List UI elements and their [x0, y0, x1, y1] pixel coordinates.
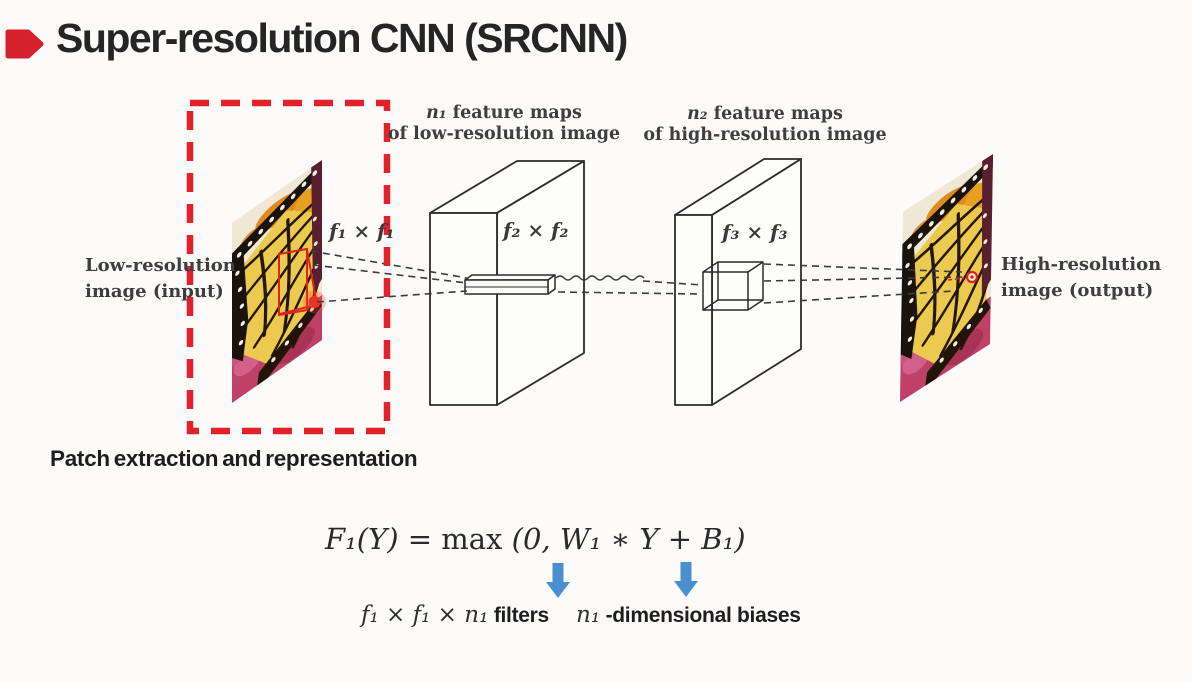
input-image: [230, 158, 324, 405]
output-point-dot: [970, 275, 974, 279]
biases-annotation: n₁ -dimensional biases: [576, 602, 801, 628]
mapping-squiggle: [555, 275, 645, 281]
f1-kernel-label: f₁ × f₁: [329, 219, 395, 243]
down-arrow-icon: [674, 562, 698, 597]
feature-box-n2: [674, 158, 802, 406]
n1-caption-line2: of low-resolution image: [387, 124, 621, 144]
patch-highlight: [278, 247, 317, 317]
bullet-arrow-icon: [5, 29, 44, 59]
conv-filter-slab: [464, 274, 556, 295]
n1-caption-line1: n₁ feature maps: [426, 103, 582, 123]
patch-extraction-region: [186, 99, 391, 435]
input-image-label: Low-resolution image (input): [85, 255, 236, 302]
n2-caption-line1: n₂ feature maps: [687, 104, 843, 124]
patch-point: [308, 296, 321, 308]
n2-feature-maps-caption: n₂ feature maps of high-resolution image: [643, 104, 886, 146]
n1-feature-maps-caption: n₁ feature maps of low-resolution image: [388, 103, 620, 145]
n2-caption-line2: of high-resolution image: [643, 125, 887, 145]
page-title: Super-resolution CNN (SRCNN): [56, 15, 628, 61]
f3-kernel-label: f₃ × f₃: [722, 220, 788, 244]
filters-annotation: f₁ × f₁ × n₁ filters: [361, 602, 549, 628]
output-image-label: High-resolution image (output): [1001, 254, 1162, 301]
mapping-lines: [310, 250, 963, 304]
layer1-formula: F₁(Y) = max (0, W₁ ∗ Y + B₁): [325, 522, 746, 556]
down-arrow-icon: [546, 563, 570, 598]
output-point-dash: [947, 277, 965, 281]
stage-label: Patch extraction and representation: [50, 446, 418, 471]
f2-kernel-label: f₂ × f₂: [503, 218, 569, 242]
conv-filter-cube: [702, 261, 764, 311]
